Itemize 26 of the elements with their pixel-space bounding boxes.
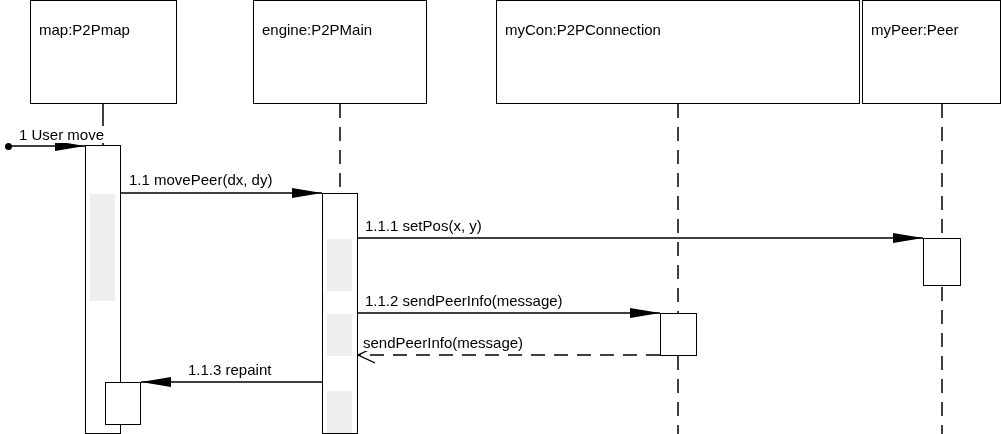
message-arrow — [357, 308, 661, 318]
message-arrow — [120, 188, 323, 198]
message-arrow — [11, 141, 86, 151]
lifeline-head-box — [30, 0, 177, 104]
lifeline-head-box — [253, 0, 427, 104]
activation-bar — [923, 238, 961, 286]
object-name: engine:P2PMain — [262, 21, 373, 38]
lifeline-head-box — [862, 0, 1001, 104]
message-label: 1.1.3 repaint — [187, 361, 273, 378]
lifeline-head-box — [496, 0, 860, 104]
start-dot — [5, 143, 12, 150]
activation-bar — [85, 145, 121, 434]
activation-bar — [660, 313, 697, 356]
message-label: 1.1.2 sendPeerInfo(message) — [364, 292, 564, 309]
message-label: 1.1 movePeer(dx, dy) — [128, 171, 274, 188]
object-name: myCon:P2PConnection — [505, 21, 661, 38]
object-name: myPeer:Peer — [871, 21, 959, 38]
message-arrow — [357, 233, 924, 243]
message-label: 1 User move — [18, 126, 106, 143]
activation-bar — [105, 382, 141, 425]
lifeline — [677, 103, 679, 314]
object-name: map:P2Pmap — [39, 21, 130, 38]
message-arrow — [140, 377, 323, 387]
activation-bar — [322, 193, 358, 434]
message-label: 1.1.1 setPos(x, y) — [364, 217, 483, 234]
message-label: sendPeerInfo(message) — [362, 334, 525, 351]
